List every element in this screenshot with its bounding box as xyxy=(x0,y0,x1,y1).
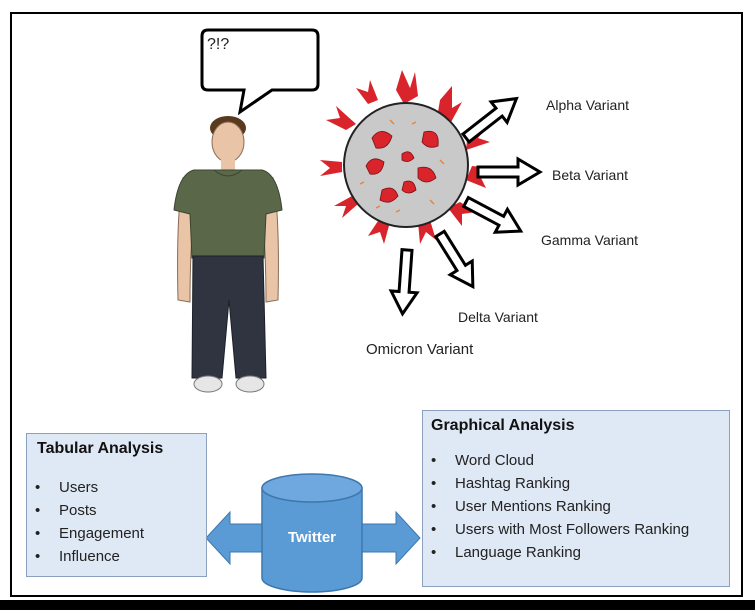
graphical-analysis-box: Graphical Analysis Word Cloud Hashtag Ra… xyxy=(422,410,730,587)
virus-icon xyxy=(320,70,492,244)
diagram-frame xyxy=(10,12,743,597)
beta-arrow xyxy=(476,156,543,188)
variant-label-delta: Delta Variant xyxy=(458,309,538,325)
tabular-analysis-title: Tabular Analysis xyxy=(37,440,164,457)
tabular-analysis-box: Tabular Analysis Users Posts Engagement … xyxy=(26,433,207,577)
list-item: Users xyxy=(27,476,206,499)
variant-label-alpha: Alpha Variant xyxy=(546,97,630,113)
omicron-arrow xyxy=(388,248,420,317)
person-figure xyxy=(173,116,283,393)
variant-label-omicron: Omicron Variant xyxy=(366,341,474,358)
gamma-arrow xyxy=(461,195,524,234)
delta-arrow xyxy=(433,229,475,290)
list-item: Engagement xyxy=(27,522,206,545)
left-arrow xyxy=(205,510,265,566)
list-item: Users with Most Followers Ranking xyxy=(423,518,729,541)
list-item: Posts xyxy=(27,499,206,522)
bottom-bar xyxy=(0,600,755,610)
graphical-analysis-list: Word Cloud Hashtag Ranking User Mentions… xyxy=(423,449,729,564)
tabular-analysis-list: Users Posts Engagement Influence xyxy=(27,476,206,568)
twitter-database-icon xyxy=(261,473,363,593)
twitter-database-label: Twitter xyxy=(287,529,337,546)
graphical-analysis-title: Graphical Analysis xyxy=(431,417,575,434)
list-item: Word Cloud xyxy=(423,449,729,472)
variant-label-beta: Beta Variant xyxy=(552,167,629,183)
right-arrow xyxy=(359,510,421,566)
speech-bubble-text: ?!? xyxy=(207,36,230,53)
variant-label-gamma: Gamma Variant xyxy=(541,232,638,248)
speech-bubble xyxy=(200,28,320,116)
list-item: Influence xyxy=(27,545,206,568)
list-item: Hashtag Ranking xyxy=(423,472,729,495)
list-item: User Mentions Ranking xyxy=(423,495,729,518)
list-item: Language Ranking xyxy=(423,541,729,564)
alpha-arrow xyxy=(460,96,519,145)
